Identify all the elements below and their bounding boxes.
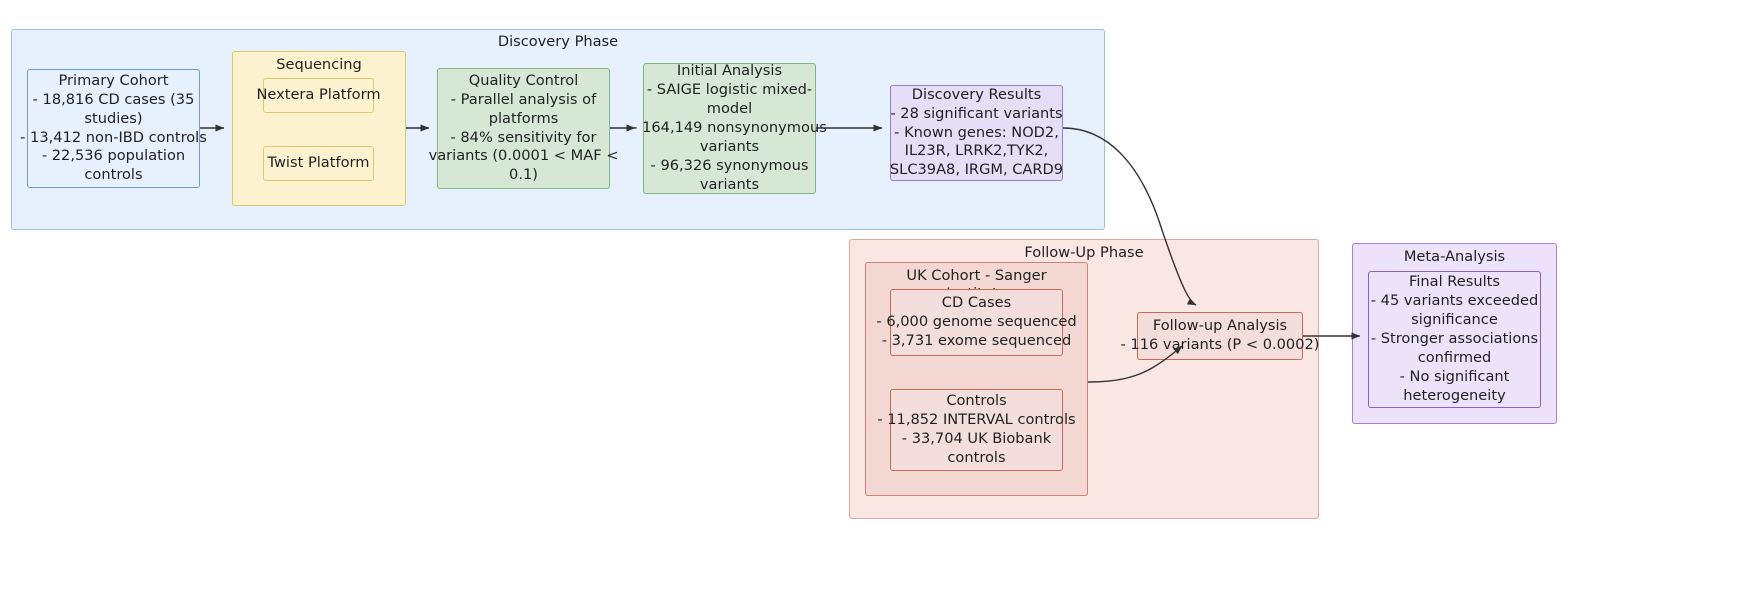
subgraph-title-meta-analysis: Meta-Analysis	[1403, 248, 1506, 265]
node-primary-cohort-line-3: - 22,536 population	[41, 147, 186, 165]
node-final-results-line-5: heterogeneity	[1403, 386, 1506, 404]
node-discovery-results: Discovery Results - 28 significant varia…	[890, 85, 1063, 181]
node-quality-control-line-4: 0.1)	[509, 166, 538, 184]
node-initial-analysis-title: Initial Analysis	[676, 62, 783, 80]
node-final-results-line-4: - No significant	[1399, 367, 1510, 385]
node-discovery-results-line-0: - 28 significant variants	[890, 104, 1063, 122]
node-controls: Controls - 11,852 INTERVAL controls - 33…	[877, 389, 1076, 471]
node-twist-platform-title: Twist Platform	[267, 154, 370, 172]
node-primary-cohort-line-4: controls	[84, 166, 143, 184]
node-primary-cohort-line-0: - 18,816 CD cases (35	[32, 90, 195, 108]
node-initial-analysis-line-5: variants	[699, 175, 760, 193]
node-followup-analysis-line-0: - 116 variants (P < 0.0002)	[1120, 336, 1320, 353]
node-quality-control-line-1: platforms	[488, 109, 559, 127]
node-cd-cases-title: CD Cases	[941, 294, 1012, 312]
node-followup-analysis: Follow-up Analysis - 116 variants (P < 0…	[1121, 312, 1319, 360]
node-primary-cohort-title: Primary Cohort	[58, 71, 169, 89]
node-nextera-platform: Nextera Platform	[256, 78, 381, 113]
node-nextera-platform-title: Nextera Platform	[256, 86, 381, 104]
node-quality-control: Quality Control - Parallel analysis of p…	[429, 68, 618, 189]
node-quality-control-line-3: variants (0.0001 < MAF <	[428, 147, 619, 165]
node-cd-cases-line-1: - 3,731 exome sequenced	[881, 331, 1072, 349]
node-quality-control-line-0: - Parallel analysis of	[450, 90, 597, 108]
node-discovery-results-title: Discovery Results	[911, 85, 1042, 103]
node-primary-cohort: Primary Cohort - 18,816 CD cases (35 stu…	[20, 69, 207, 188]
node-initial-analysis-line-0: - SAIGE logistic mixed-	[646, 81, 813, 99]
node-discovery-results-line-2: IL23R, LRRK2,TYK2,	[904, 142, 1049, 160]
node-discovery-results-line-3: SLC39A8, IRGM, CARD9	[889, 161, 1064, 179]
node-final-results-line-1: significance	[1411, 311, 1498, 329]
node-primary-cohort-line-1: studies)	[84, 109, 143, 127]
node-initial-analysis-line-3: variants	[699, 137, 760, 155]
node-controls-title: Controls	[946, 392, 1007, 410]
node-initial-analysis-line-2: - 164,149 nonsynonymous	[632, 119, 827, 137]
subgraph-title-sequencing: Sequencing	[276, 56, 362, 73]
node-final-results-line-3: confirmed	[1417, 348, 1492, 366]
node-cd-cases: CD Cases - 6,000 genome sequenced - 3,73…	[876, 289, 1077, 356]
node-final-results-title: Final Results	[1409, 273, 1500, 291]
node-initial-analysis-line-1: model	[706, 100, 753, 118]
node-followup-analysis-title: Follow-up Analysis	[1152, 317, 1288, 335]
node-final-results-line-2: - Stronger associations	[1370, 330, 1539, 348]
node-controls-line-0: - 11,852 INTERVAL controls	[877, 411, 1076, 429]
subgraph-sequencing: Sequencing	[232, 51, 406, 206]
node-controls-line-2: controls	[947, 448, 1006, 466]
node-final-results: Final Results - 45 variants exceeded sig…	[1368, 271, 1541, 408]
node-cd-cases-line-0: - 6,000 genome sequenced	[876, 313, 1077, 331]
node-initial-analysis: Initial Analysis - SAIGE logistic mixed-…	[632, 62, 827, 194]
node-quality-control-line-2: - 84% sensitivity for	[450, 128, 597, 146]
node-discovery-results-line-1: - Known genes: NOD2,	[894, 123, 1059, 141]
node-controls-line-1: - 33,704 UK Biobank	[901, 430, 1052, 447]
node-primary-cohort-line-2: - 13,412 non-IBD controls	[20, 128, 207, 146]
subgraph-title-discovery-phase: Discovery Phase	[497, 33, 619, 50]
node-quality-control-title: Quality Control	[468, 71, 579, 89]
node-twist-platform: Twist Platform	[263, 146, 374, 181]
node-final-results-line-0: - 45 variants exceeded	[1370, 292, 1539, 310]
node-initial-analysis-line-4: - 96,326 synonymous	[650, 156, 809, 174]
subgraph-title-followup-phase: Follow-Up Phase	[1024, 244, 1144, 261]
